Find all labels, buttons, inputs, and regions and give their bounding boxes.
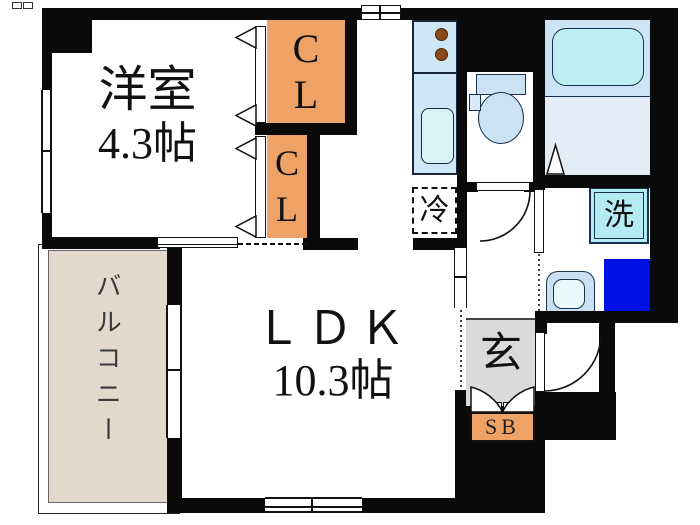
wall-segment bbox=[464, 182, 478, 192]
toilet-handle-icon bbox=[469, 94, 481, 111]
closet-door-leaf bbox=[255, 136, 266, 238]
closet-door-leaf bbox=[255, 26, 266, 123]
kitchen-counter bbox=[412, 20, 458, 175]
wall-segment bbox=[545, 175, 650, 188]
washing-machine-text: 洗 bbox=[604, 198, 634, 232]
closet-letter: C bbox=[274, 143, 299, 183]
genkan-text: 玄 bbox=[479, 330, 522, 377]
wall-segment bbox=[457, 13, 467, 250]
window-midline bbox=[265, 506, 362, 508]
toilet-door-leaf bbox=[476, 182, 530, 191]
toilet-bowl-icon bbox=[478, 92, 524, 144]
washbasin-bowl-icon bbox=[553, 279, 585, 309]
western-room-name: 洋室 bbox=[98, 62, 197, 117]
wall-segment bbox=[42, 211, 52, 249]
ldk-size: 10.3帖 bbox=[272, 356, 394, 406]
balcony-floor bbox=[48, 250, 169, 503]
wall-segment bbox=[42, 8, 52, 93]
entrance-door-leaf bbox=[535, 332, 545, 392]
wall-segment bbox=[303, 238, 358, 250]
wall-segment bbox=[457, 13, 533, 72]
wall-segment bbox=[167, 437, 182, 513]
ldk-label: ＬＤＫ 10.3帖 bbox=[228, 303, 438, 406]
closet-letter: C bbox=[292, 26, 320, 71]
stove-burner-icon bbox=[435, 48, 448, 61]
window-mullion bbox=[43, 150, 50, 152]
wall-segment bbox=[543, 392, 616, 440]
kitchen-sink-icon bbox=[421, 108, 454, 164]
entrance-door-arc bbox=[543, 333, 602, 392]
wall-segment bbox=[533, 318, 547, 334]
wall-segment bbox=[360, 498, 458, 513]
refrigerator-space: 冷 bbox=[412, 187, 457, 234]
window-symbol bbox=[166, 305, 182, 438]
closet-lower-label: C L bbox=[267, 140, 307, 232]
sliding-door-leaf bbox=[157, 237, 238, 248]
shoe-box: SB bbox=[470, 412, 535, 442]
stove-burner-icon bbox=[435, 28, 448, 41]
window-mullion bbox=[168, 369, 180, 371]
bathroom-floor-zone bbox=[545, 96, 650, 175]
wall-segment bbox=[255, 123, 345, 135]
wall-segment bbox=[413, 238, 460, 250]
sliding-door-line bbox=[158, 244, 237, 245]
closet-lower bbox=[267, 135, 307, 238]
balcony-label: バルコニー bbox=[92, 272, 122, 452]
washroom-door-leaf bbox=[534, 189, 544, 253]
shoe-box-label: SB bbox=[485, 414, 520, 440]
western-room-size: 4.3帖 bbox=[98, 119, 197, 169]
wall-segment bbox=[167, 248, 182, 308]
opening-tick bbox=[455, 276, 466, 278]
exterior-mark bbox=[23, 2, 33, 9]
window-symbol bbox=[361, 5, 401, 20]
toilet-door-arc bbox=[479, 190, 531, 242]
closet-upper-label: C L bbox=[267, 26, 345, 118]
wall-segment bbox=[42, 8, 363, 20]
ldk-name: ＬＤＫ bbox=[255, 303, 411, 354]
closet-letter: L bbox=[276, 189, 298, 229]
closet-door-triangle bbox=[234, 25, 257, 50]
closet-door-triangle bbox=[234, 214, 257, 239]
wall-segment bbox=[535, 311, 678, 323]
wall-segment bbox=[345, 20, 357, 135]
washing-machine-pan: 洗 bbox=[589, 187, 649, 244]
window-midline bbox=[362, 12, 400, 14]
kitchen-counter-divider bbox=[414, 72, 456, 74]
wall-segment bbox=[533, 13, 545, 190]
closet-letter: L bbox=[293, 72, 319, 117]
wall-segment bbox=[599, 323, 615, 393]
wall-segment bbox=[307, 135, 320, 238]
genkan-label: 玄 bbox=[478, 330, 524, 378]
bathtub-icon bbox=[552, 28, 644, 86]
western-room-label: 洋室 4.3帖 bbox=[55, 64, 240, 168]
opening-symbol bbox=[454, 248, 467, 308]
wall-segment bbox=[50, 237, 160, 249]
exterior-mark bbox=[12, 2, 22, 9]
refrigerator-label: 冷 bbox=[419, 193, 450, 227]
wall-segment bbox=[650, 8, 678, 323]
closet-upper bbox=[267, 20, 345, 123]
washing-machine-label: 洗 bbox=[594, 192, 644, 239]
window-mullion bbox=[311, 499, 313, 511]
window-symbol bbox=[41, 90, 52, 213]
window-symbol bbox=[265, 497, 362, 513]
wall-segment bbox=[167, 498, 267, 513]
deep-blue-square bbox=[604, 259, 650, 311]
